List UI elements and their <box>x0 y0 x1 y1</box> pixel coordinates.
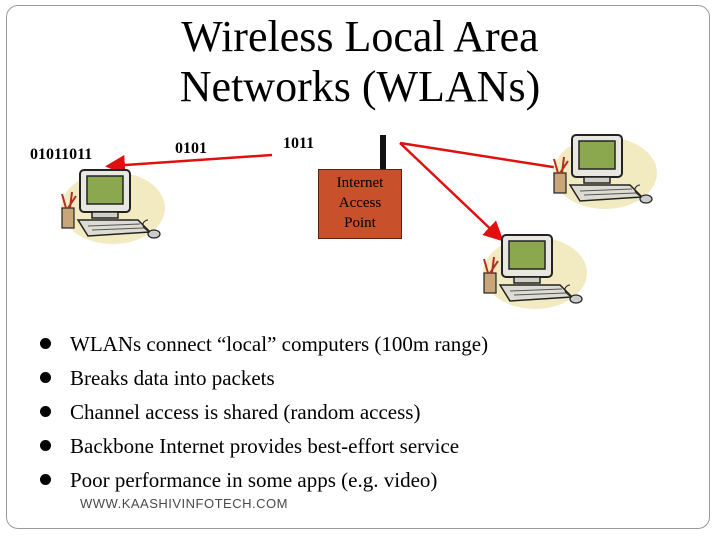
access-point-line-2: Access <box>338 195 382 211</box>
bullet-dot <box>40 338 51 349</box>
computer-icon <box>60 169 166 245</box>
bullet-item: Backbone Internet provides best-effort s… <box>40 432 488 466</box>
bits-right-label: 1011 <box>283 135 315 152</box>
bullet-dot <box>40 440 51 451</box>
bullet-dot <box>40 372 51 383</box>
bits-left-label: 01011011 <box>30 146 93 163</box>
slide-title: Wireless Local Area Networks (WLANs) <box>60 12 660 112</box>
bits-middle-label: 0101 <box>175 140 207 157</box>
footer-watermark: WWW.KAASHIVINFOTECH.COM <box>80 496 288 511</box>
title-line-2: Networks (WLANs) <box>179 62 541 111</box>
bullet-item: Poor performance in some apps (e.g. vide… <box>40 466 488 500</box>
bullet-dot <box>40 474 51 485</box>
bullet-item: Channel access is shared (random access) <box>40 398 488 432</box>
title-line-1: Wireless Local Area <box>181 12 539 61</box>
link-arrow-left <box>105 153 273 175</box>
access-point-box: Internet Access Point <box>318 169 402 239</box>
link-arrow-right-lower <box>399 142 504 242</box>
access-point-line-3: Point <box>344 215 376 231</box>
computer-icon <box>482 234 588 310</box>
access-point-line-1: Internet <box>336 175 384 191</box>
antenna-icon <box>380 135 386 171</box>
bullet-item: Breaks data into packets <box>40 364 488 398</box>
link-arrow-right-upper <box>399 141 577 178</box>
bullet-dot <box>40 406 51 417</box>
slide-frame <box>6 5 710 529</box>
bullet-list: WLANs connect “local” computers (100m ra… <box>40 330 488 500</box>
bullet-item: WLANs connect “local” computers (100m ra… <box>40 330 488 364</box>
computer-icon <box>552 134 658 210</box>
